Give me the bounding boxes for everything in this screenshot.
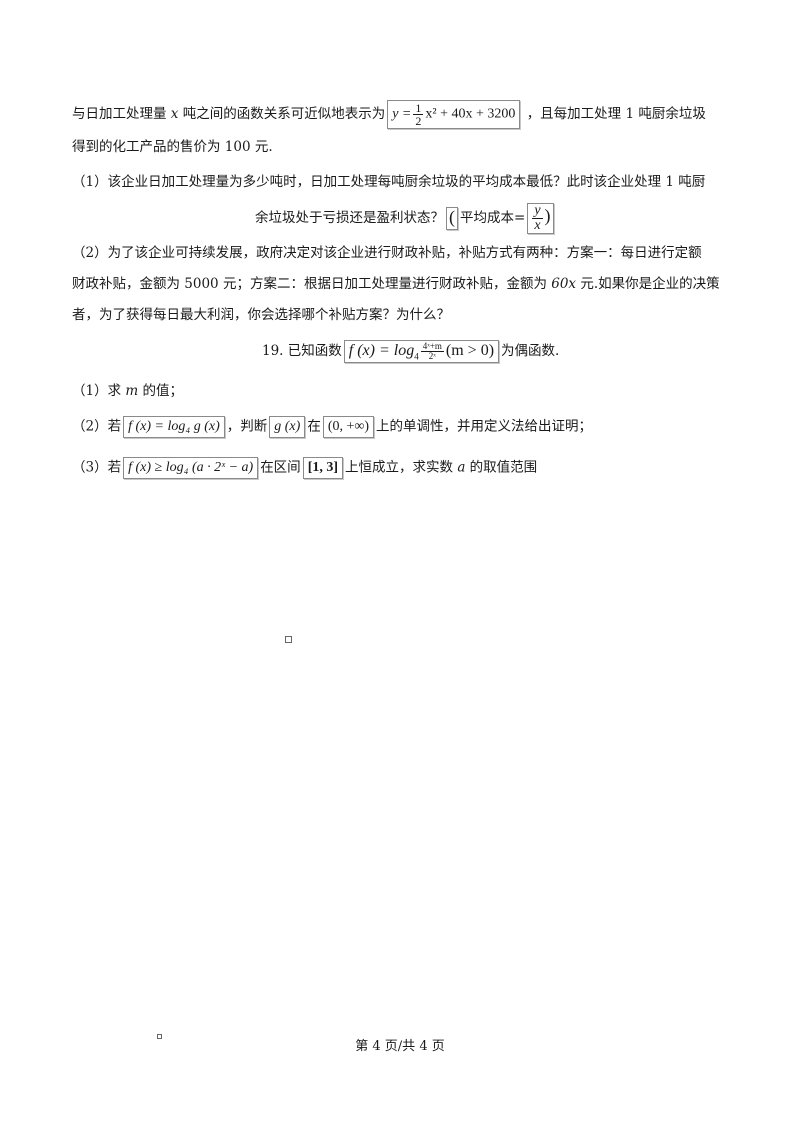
paren-close: ) [544,205,551,226]
text: 的取值范围 [469,459,538,476]
interval: (0, +∞) [327,419,370,434]
paren-box: ( [446,207,458,230]
text: ，判断 [226,418,268,435]
text: （1）求 [72,383,122,399]
text-line: （3）若 f (x) ≥ log₄ (a · 2ˣ − a) 在区间 [1, 3] 上恒… [72,457,537,479]
text: （1）该企业日加工处理量为多少吨时，日加工处理每吨厨余垃圾的平均成本最低？此时该… [72,174,706,190]
fraction-num: 1 [413,101,424,115]
text: 与日加工处理量 [72,106,167,122]
placeholder-box [285,636,292,643]
fraction-num: y [532,203,543,219]
log-base: 4 [414,351,419,362]
paren-open: ( [449,207,455,227]
variable-a: a [457,459,466,476]
formula-lhs: y = [392,106,412,122]
formula-inequality: f (x) ≥ log₄ (a · 2ˣ − a) [123,457,259,479]
formula-f-log-g: f (x) = log₄ g (x) [123,416,225,438]
text: 得到的化工产品的售价为 100 元. [72,139,273,155]
text-line: （2）为了该企业可持续发展，政府决定对该企业进行财政补贴，补贴方式有两种：方案一… [72,243,702,263]
formula: f (x) ≥ log₄ (a · 2ˣ − a) [128,460,254,475]
text: 上的单调性，并用定义法给出证明； [376,418,593,435]
formula-g: g (x) [269,416,306,438]
fraction-den: 2ˣ [428,351,436,361]
text: 在 [307,418,321,435]
text-line: 财政补贴，金额为 5000 元；方案二：根据日加工处理量进行财政补贴，金额为 6… [72,274,720,294]
text-line: （1）求 m 的值； [72,381,183,401]
interval-open: (0, +∞) [322,416,375,438]
text-line: 者，为了获得每日最大利润，你会选择哪个补贴方案？为什么？ [72,305,450,325]
text: 19. 已知函数 [262,343,342,359]
text: 为偶函数. [501,343,560,359]
fraction-den: 2 [415,114,422,128]
variable-60x: 60x [551,276,577,292]
formula-rest: x² + 40x + 3200 [425,106,516,122]
text: 吨之间的函数关系可近似地表示为 [182,106,386,122]
text: 元.如果你是企业的决策 [576,276,720,292]
fraction-num: 4ˣ+m [420,341,444,352]
hint-text: 平均成本= [460,210,526,226]
text: 余垃圾处于亏损还是盈利状态？ [255,210,444,226]
text: 上恒成立，求实数 [345,459,454,476]
variable-m: m [125,383,139,399]
text: 者，为了获得每日最大利润，你会选择哪个补贴方案？为什么？ [72,307,450,323]
text: ，且每加工处理 1 吨厨余垃圾 [526,106,706,122]
interval-closed: [1, 3] [302,457,344,479]
fraction-den: x [534,218,541,233]
formula-lhs: f (x) = log [348,342,415,360]
variable-x: x [170,106,179,122]
text: 的值； [142,383,184,399]
interval: [1, 3] [307,460,339,475]
text: （2）为了该企业可持续发展，政府决定对该企业进行财政补贴，补贴方式有两种：方案一… [72,245,702,261]
placeholder-box [157,1034,162,1039]
condition: (m > 0) [445,342,495,360]
formula: g (x) [274,419,301,434]
text: （2）若 [72,418,122,435]
formula: f (x) = log₄ g (x) [128,419,220,434]
page-footer: 第 4 页/共 4 页 [355,1039,445,1054]
text-line: （2）若 f (x) = log₄ g (x) ，判断 g (x) 在 (0, +∞) 上的… [72,416,592,438]
text: 财政补贴，金额为 5000 元；方案二：根据日加工处理量进行财政补贴，金额为 [72,276,552,292]
text-line: 得到的化工产品的售价为 100 元. [72,137,273,157]
text: 在区间 [260,459,301,476]
text: （3）若 [72,459,122,476]
text-line: （1）该企业日加工处理量为多少吨时，日加工处理每吨厨余垃圾的平均成本最低？此时该… [72,172,705,192]
